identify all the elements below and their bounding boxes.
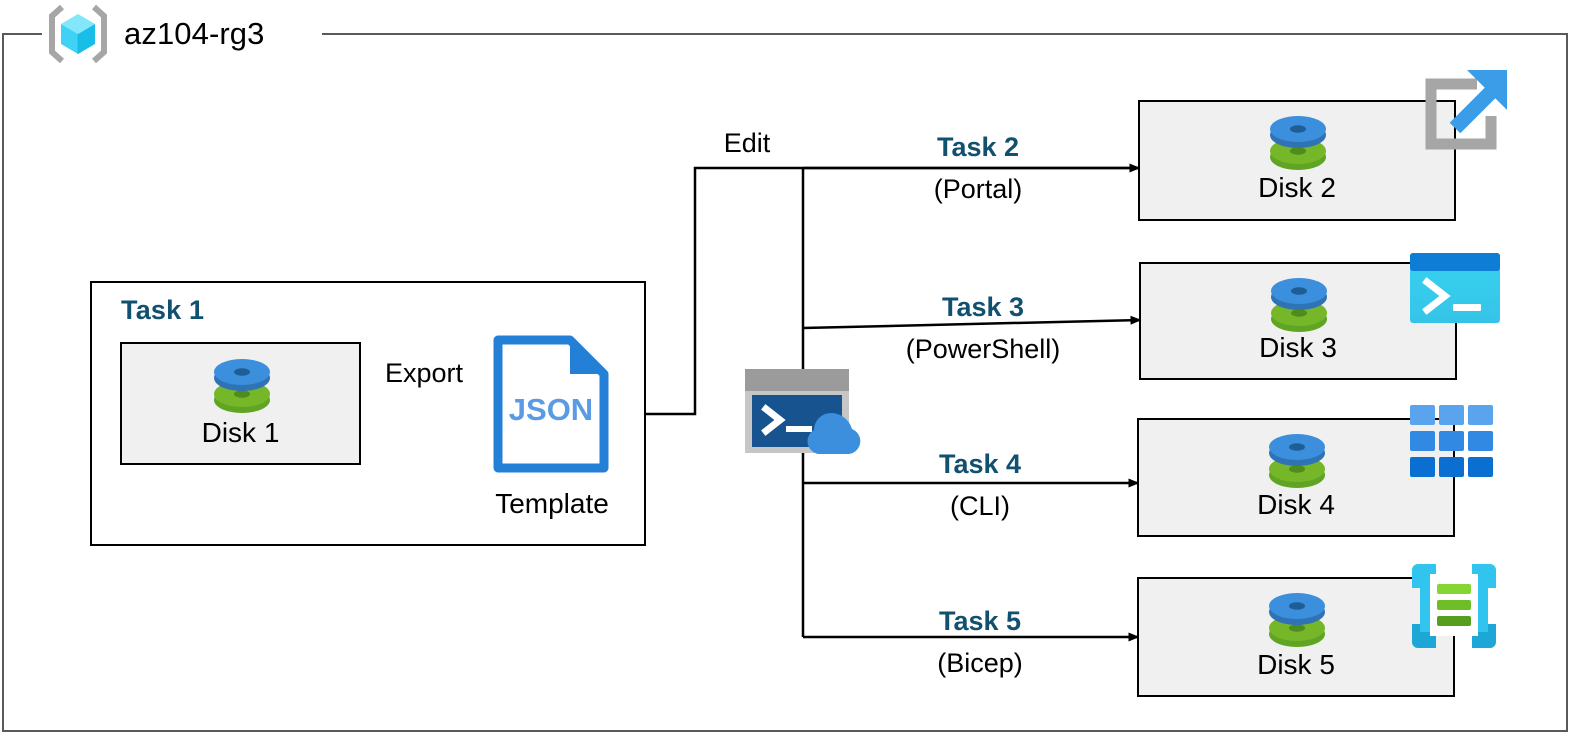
disk-icon — [1270, 116, 1326, 170]
disk1-box[interactable]: Disk 1 — [120, 342, 361, 465]
disk5-label: Disk 5 — [1257, 649, 1335, 680]
disk4-label: Disk 4 — [1257, 489, 1335, 520]
powershell-console-icon[interactable] — [1409, 252, 1501, 324]
task4-label: Task 4 — [938, 449, 1022, 479]
task2-label: Task 2 — [936, 132, 1020, 162]
bicep-file-icon[interactable] — [1406, 558, 1502, 654]
portal-external-link-icon[interactable] — [1409, 62, 1513, 166]
disk-icon — [1271, 278, 1327, 332]
resource-group-header: az104-rg3 — [46, 3, 265, 65]
resource-group-container — [2, 33, 1568, 732]
task5-tool-label: (Bicep) — [937, 648, 1023, 678]
task2-tool-label: (Portal) — [933, 174, 1023, 204]
export-label: Export — [384, 358, 464, 388]
task3-label: Task 3 — [941, 292, 1025, 322]
cloud-shell-icon[interactable] — [742, 366, 864, 456]
json-file-icon[interactable]: JSON — [492, 334, 610, 474]
task4-tool-label: (CLI) — [950, 491, 1010, 521]
disk5-box[interactable]: Disk 5 — [1137, 577, 1455, 697]
azure-cli-grid-icon[interactable] — [1408, 403, 1498, 481]
disk1-label: Disk 1 — [201, 417, 280, 448]
disk2-box[interactable]: Disk 2 — [1138, 100, 1456, 221]
task5-label: Task 5 — [938, 606, 1022, 636]
disk-icon — [214, 359, 270, 413]
edit-label: Edit — [723, 128, 771, 158]
task3-tool-label: (PowerShell) — [905, 334, 1061, 364]
resource-group-cube-icon — [49, 4, 107, 64]
disk2-label: Disk 2 — [1258, 172, 1336, 203]
disk-icon — [1269, 434, 1325, 488]
disk3-box[interactable]: Disk 3 — [1139, 262, 1457, 380]
svg-text:JSON: JSON — [509, 392, 593, 427]
template-label: Template — [495, 488, 609, 519]
task1-title: Task 1 — [121, 295, 205, 325]
resource-group-name: az104-rg3 — [124, 16, 265, 51]
disk3-label: Disk 3 — [1259, 332, 1337, 363]
disk4-box[interactable]: Disk 4 — [1137, 418, 1455, 537]
disk-icon — [1269, 593, 1325, 647]
